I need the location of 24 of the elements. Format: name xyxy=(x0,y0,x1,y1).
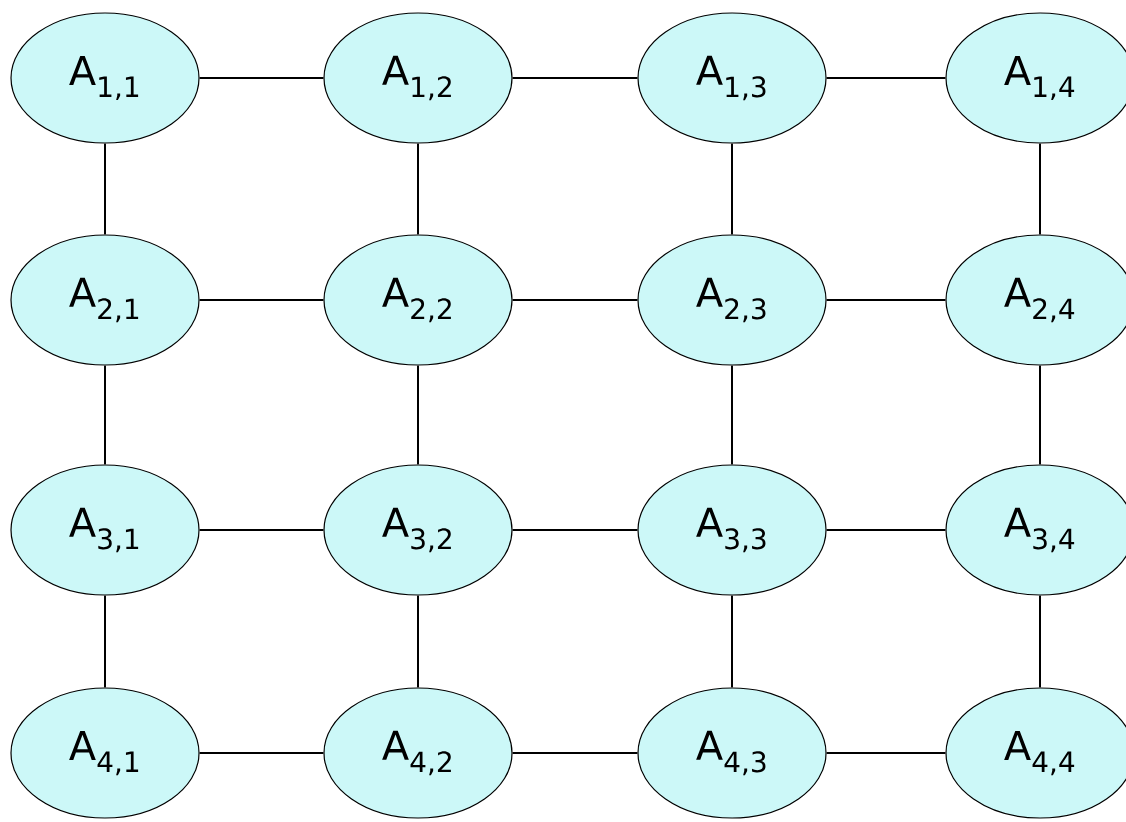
connector-line xyxy=(825,299,947,301)
connector-line xyxy=(104,364,106,466)
connector-line xyxy=(825,529,947,531)
connector-line xyxy=(1039,594,1041,689)
connector-line xyxy=(731,142,733,236)
connector-line xyxy=(198,752,325,754)
connector-line xyxy=(731,364,733,466)
connector-line xyxy=(511,529,639,531)
connector-line xyxy=(198,77,325,79)
connector-line xyxy=(825,752,947,754)
connector-line xyxy=(104,594,106,689)
connector-line xyxy=(511,299,639,301)
connector-line xyxy=(417,594,419,689)
connector-line xyxy=(511,77,639,79)
connector-line xyxy=(104,142,106,236)
connector-line xyxy=(198,299,325,301)
connector-line xyxy=(1039,142,1041,236)
connector-line xyxy=(1039,364,1041,466)
connector-line xyxy=(417,142,419,236)
connector-line xyxy=(417,364,419,466)
connector-line xyxy=(731,594,733,689)
connector-line xyxy=(198,529,325,531)
connector-line xyxy=(825,77,947,79)
connector-line xyxy=(511,752,639,754)
